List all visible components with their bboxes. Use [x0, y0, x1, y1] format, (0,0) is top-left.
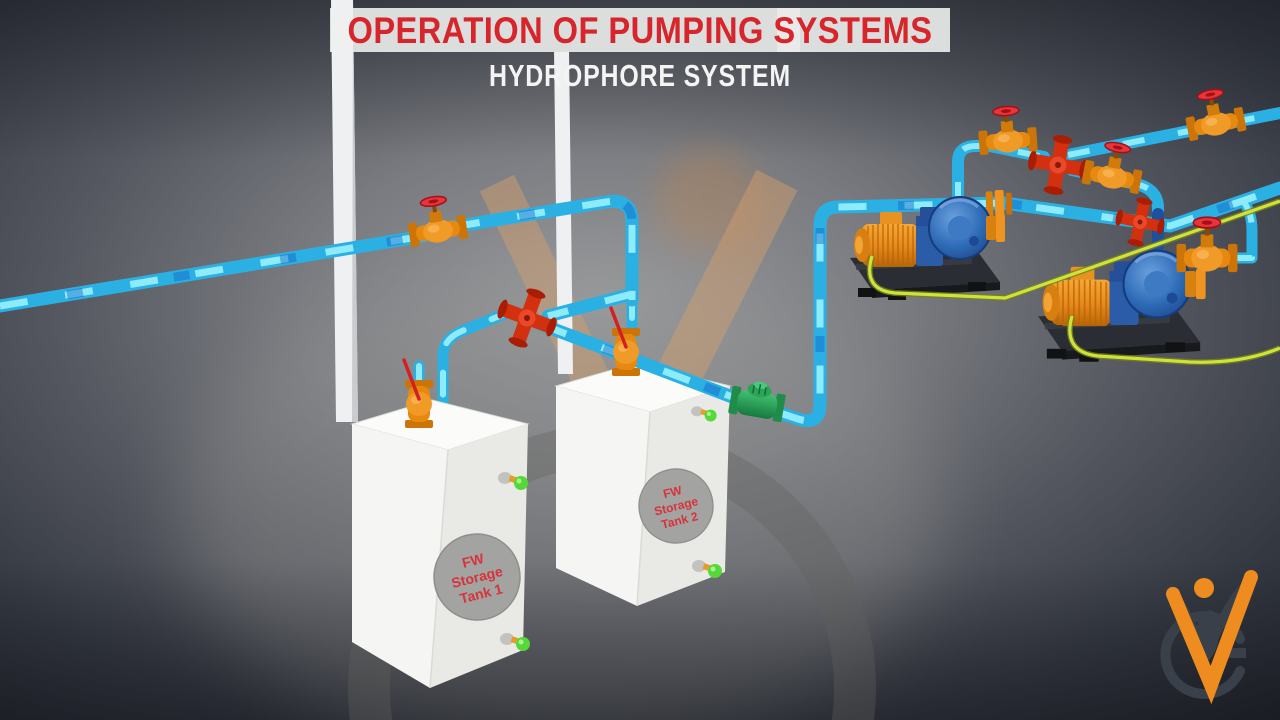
tank-1-label: FW Storage Tank 1 — [433, 533, 521, 621]
storage-tank-1: FW Storage Tank 1 — [350, 399, 530, 689]
support-column-left-shade — [352, 0, 358, 422]
pipe-flow-highlights — [0, 184, 1280, 425]
pipe-network — [0, 107, 1280, 428]
watermark-glow — [656, 148, 760, 252]
tank-2-label: FW Storage Tank 2 — [638, 468, 714, 544]
tank-1-label-line1: FW — [460, 550, 486, 571]
tank-2-label-line1: FW — [662, 483, 684, 501]
pump1-suction-fitting — [985, 189, 1013, 219]
tank-2-left-face — [556, 386, 650, 606]
pipe-flow-highlights-2 — [955, 110, 1280, 261]
page-subtitle: HYDROPHORE SYSTEM — [489, 58, 791, 93]
logo-g-bar — [1226, 648, 1246, 658]
banner-background — [330, 8, 950, 52]
storage-tank-2: FW Storage Tank 2 — [554, 362, 732, 607]
page-title: OPERATION OF PUMPING SYSTEMS — [348, 10, 933, 51]
support-column-left — [331, 0, 358, 422]
tank-1-left-face — [352, 424, 448, 688]
brand-logo — [1160, 570, 1258, 705]
pump-2-power-cable — [1068, 315, 1280, 364]
power-cables — [866, 198, 1280, 366]
logo-v-mark — [1166, 570, 1258, 705]
banner-column-strip-right — [777, 8, 800, 52]
banner-column-strip-left — [331, 8, 353, 52]
tank-2-label-plate — [638, 468, 714, 544]
tank-1-label-plate — [433, 533, 521, 621]
banner: OPERATION OF PUMPING SYSTEMS — [330, 8, 950, 52]
logo-dot — [1194, 578, 1214, 598]
pipe-flow-dark-segments — [0, 183, 1280, 420]
pump-1-power-cable — [868, 199, 1280, 300]
